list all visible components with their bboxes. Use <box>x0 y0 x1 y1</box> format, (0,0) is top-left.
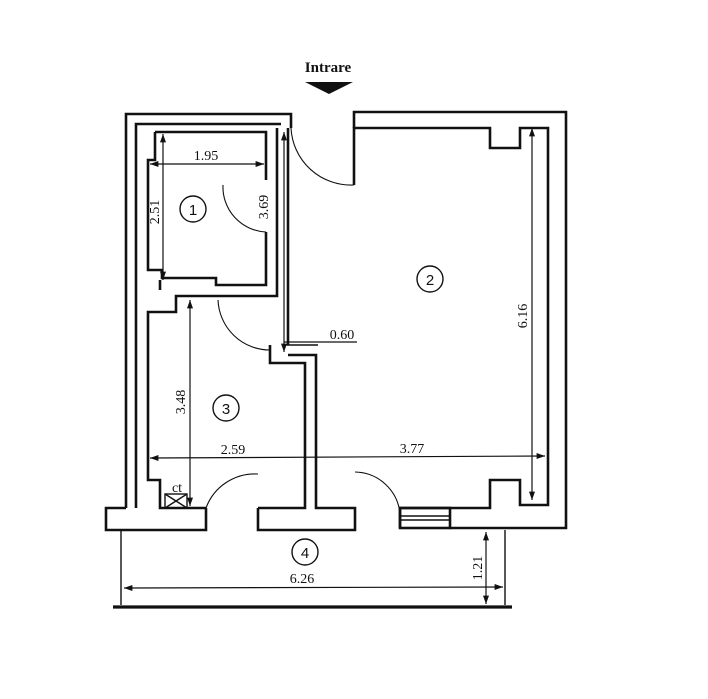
room-1-width: 1.95 <box>194 149 219 164</box>
room-2-number: 2 <box>426 272 434 289</box>
room-3-width: 2.59 <box>221 443 246 458</box>
door-swings <box>205 127 401 515</box>
room-2-width: 3.77 <box>400 442 425 457</box>
room-2-length: 6.16 <box>516 304 531 329</box>
boiler-symbol: ct <box>164 481 188 509</box>
room-1-number: 1 <box>189 202 197 219</box>
boiler-label: ct <box>172 481 182 496</box>
room-3-number: 3 <box>222 401 230 418</box>
niche-width: 0.60 <box>330 328 355 343</box>
room-3-length: 3.48 <box>174 390 189 415</box>
room-1-length: 2.51 <box>148 200 163 225</box>
room-labels: 1 2 3 4 <box>179 195 444 566</box>
room-3-walls <box>104 300 357 532</box>
room-3-door <box>217 299 271 351</box>
entrance-marker: Intrare <box>305 60 353 94</box>
dimensions: 1.95 2.51 3.69 0.60 3.48 2.59 3.77 6.16 … <box>123 128 546 604</box>
room-2-circle-icon <box>416 265 444 293</box>
room-4-length: 1.21 <box>471 556 486 581</box>
room-1-circle-icon <box>179 195 207 223</box>
room-4-width: 6.26 <box>290 572 315 587</box>
room-3-circle-icon <box>212 394 240 422</box>
entrance-door <box>290 127 355 186</box>
boiler-icon <box>164 493 188 509</box>
outer-walls <box>124 110 568 530</box>
room-4-circle-icon <box>291 538 319 566</box>
entrance-arrow-icon <box>305 82 353 94</box>
room-2-balcony-door <box>354 471 401 515</box>
room-3-bottom-door <box>205 473 259 509</box>
window-symbol <box>398 506 452 530</box>
room-4-number: 4 <box>301 545 309 562</box>
room-1-door <box>222 184 267 233</box>
corridor-length: 3.69 <box>257 195 272 220</box>
balcony-outline <box>113 530 512 609</box>
entrance-label: Intrare <box>305 60 352 76</box>
